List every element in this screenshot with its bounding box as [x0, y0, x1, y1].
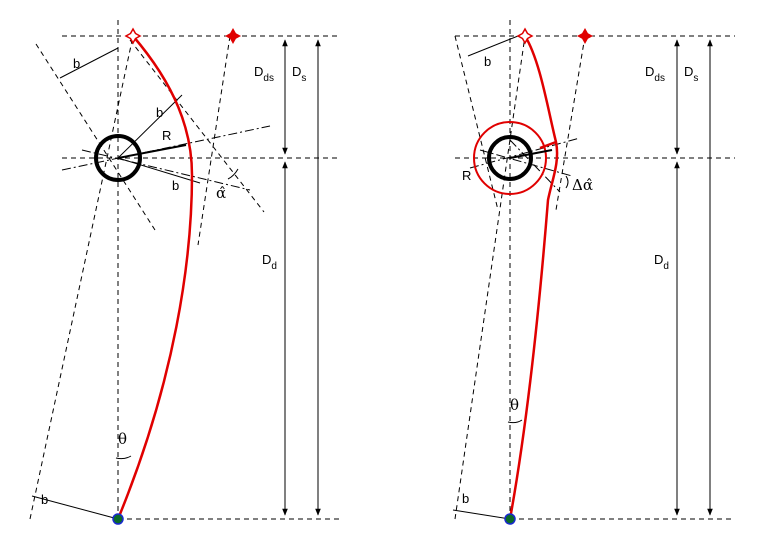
impact-parameter-top	[59, 47, 119, 79]
guide-line-upper	[35, 43, 156, 231]
label-dds: Dds	[254, 64, 274, 84]
light-ray	[116, 35, 194, 520]
guide-line-upper	[454, 35, 499, 211]
label-b-low: b	[172, 178, 179, 193]
label-R: R	[162, 128, 171, 143]
label-delta-alpha-hat: Δα̂	[572, 176, 593, 194]
true-source-marker	[224, 27, 242, 45]
image-source-marker	[516, 27, 534, 45]
left-panel: b b R b α̂ θ b Dds Ds Dd	[29, 20, 340, 525]
label-b-top: b	[484, 54, 491, 69]
true-source-marker	[576, 27, 594, 45]
ray-deflection-segment	[539, 140, 557, 150]
impact-parameter-mid	[117, 94, 183, 159]
label-b-mid: b	[156, 105, 163, 120]
impact-parameter-top	[467, 35, 519, 57]
theta-arc	[507, 419, 523, 424]
label-ds: Ds	[684, 64, 698, 84]
label-theta: θ	[510, 396, 519, 414]
label-ds: Ds	[292, 64, 306, 84]
observer-marker	[112, 513, 124, 525]
image-source-marker	[124, 27, 142, 45]
true-source-direction	[555, 35, 586, 211]
einstein-ring	[473, 121, 547, 195]
incoming-tangent	[479, 149, 573, 177]
alpha-arc	[227, 168, 239, 180]
label-R: R	[462, 168, 471, 183]
guide-line-right	[509, 139, 561, 193]
apparent-source-direction	[454, 35, 526, 520]
label-alpha-hat: α̂	[216, 184, 226, 202]
label-dds: Dds	[645, 64, 665, 84]
label-b-top: b	[73, 56, 80, 71]
label-b-bottom: b	[462, 491, 469, 506]
label-theta: θ	[118, 430, 127, 448]
label-dd: Dd	[262, 252, 277, 272]
delta-alpha-arc	[565, 175, 569, 189]
impact-parameter-bottom	[31, 495, 119, 520]
lens-mass	[487, 135, 533, 181]
theta-arc	[115, 455, 132, 460]
incoming-tangent	[81, 149, 251, 191]
guide-line-right	[129, 39, 265, 213]
observer-marker	[504, 513, 516, 525]
label-dd: Dd	[654, 252, 669, 272]
right-panel: b R Δα̂ θ b Dds Ds Dd	[452, 20, 735, 525]
radius-line	[509, 149, 553, 159]
impact-parameter-low	[117, 157, 201, 184]
radius-line	[117, 144, 187, 159]
apparent-source-direction	[29, 35, 134, 520]
label-b-bottom: b	[41, 492, 48, 507]
impact-parameter-bottom	[452, 509, 511, 520]
lens-mass	[94, 134, 142, 182]
light-ray	[508, 35, 559, 520]
